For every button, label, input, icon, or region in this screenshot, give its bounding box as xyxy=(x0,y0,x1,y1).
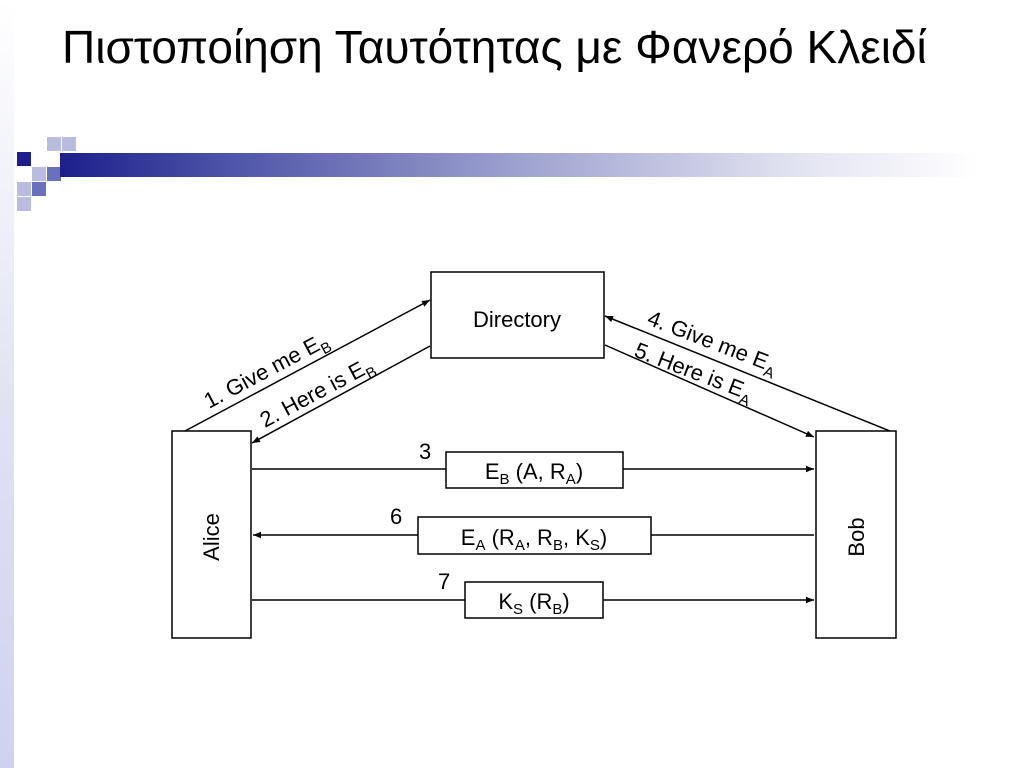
title-underline-bar xyxy=(60,153,980,177)
alice-label: Alice xyxy=(199,513,224,561)
directory-box xyxy=(430,271,605,359)
arrow-5 xyxy=(604,344,815,438)
arrow-1 xyxy=(184,299,431,432)
arrow-2 xyxy=(251,345,431,444)
bob-label: Bob xyxy=(844,517,869,556)
alice-box xyxy=(171,430,252,639)
message-7-label: KS (RB) xyxy=(498,589,569,618)
message-3-number: 3 xyxy=(419,439,431,464)
decor-square xyxy=(17,152,31,166)
message-3-label: EB (A, RA) xyxy=(485,459,583,488)
message-3-box xyxy=(445,451,624,489)
decor-square xyxy=(32,182,46,196)
message-6-label: EA (RA, RB, KS) xyxy=(461,525,607,554)
decor-square xyxy=(47,137,61,151)
decor-square xyxy=(32,167,46,181)
message-6-number: 6 xyxy=(390,504,402,529)
decor-square xyxy=(47,167,61,181)
left-decorative-strip xyxy=(0,0,14,768)
decor-square xyxy=(17,182,31,196)
bob-box xyxy=(815,430,897,639)
slide-title: Πιστοποίηση Ταυτότητας με Φανερό Κλειδί xyxy=(62,21,927,73)
directory-label: Directory xyxy=(473,307,561,332)
message-6-box xyxy=(417,516,652,555)
message-7-box xyxy=(464,581,604,619)
decor-square xyxy=(17,197,31,211)
arrow-4 xyxy=(604,315,891,432)
decor-square xyxy=(62,137,76,151)
message-7-number: 7 xyxy=(438,569,450,594)
